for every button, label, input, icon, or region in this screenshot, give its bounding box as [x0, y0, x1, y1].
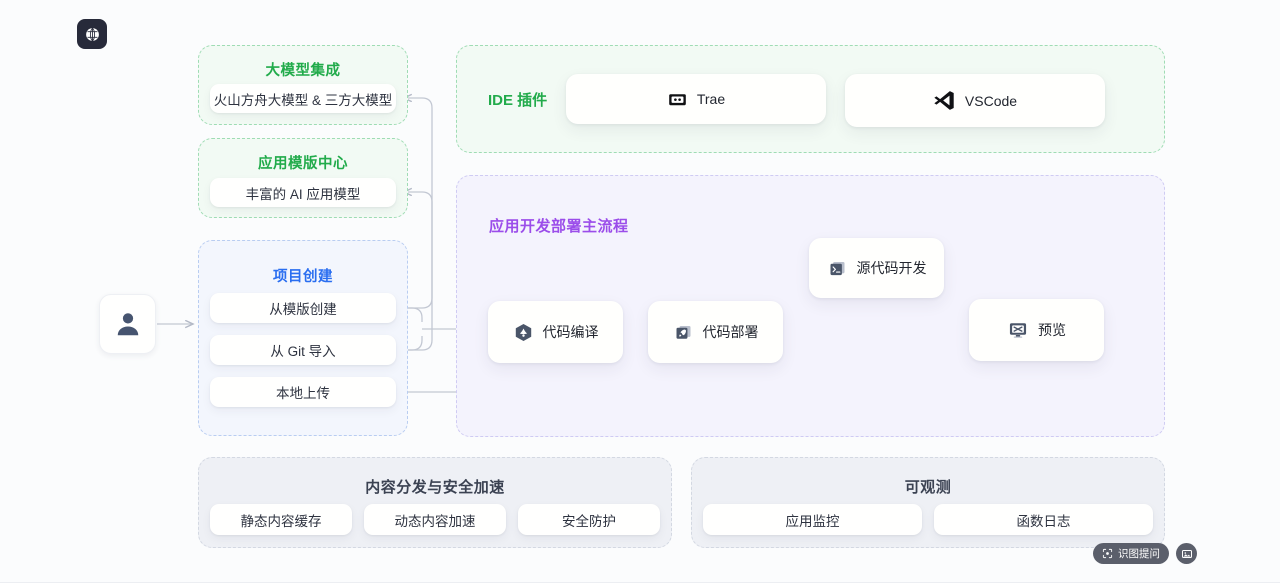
project-chip-local-upload-label: 本地上传	[276, 386, 330, 401]
app-dev-flow-title: 应用开发部署主流程	[489, 218, 629, 235]
project-chip-from-git-label: 从 Git 导入	[270, 344, 336, 359]
user-icon	[117, 313, 138, 336]
observe-chip-function-log-label: 函数日志	[1016, 513, 1071, 529]
ide-plugin-label: IDE 插件	[488, 92, 548, 109]
model-chip-volcano-label: 火山方舟大模型 & 三方大模型	[213, 92, 393, 108]
project-chip-from-template[interactable]: 从模版创建	[210, 293, 396, 323]
project-creation-title: 项目创建	[273, 269, 333, 285]
project-chip-from-git[interactable]: 从 Git 导入	[210, 335, 396, 365]
flow-node-source-development[interactable]: 源代码开发	[809, 238, 944, 298]
template-chip-ai-apps-label: 丰富的 AI 应用模型	[245, 186, 361, 202]
flow-node-preview[interactable]: 预览	[969, 299, 1104, 361]
floating-toolbar: 识图提问	[1093, 543, 1197, 564]
cdn-chip-static-cache-label: 静态内容缓存	[240, 513, 322, 529]
observability-title: 可观测	[904, 479, 952, 496]
terminal-icon	[830, 261, 844, 275]
rocket-deploy-icon	[676, 325, 690, 339]
model-integration-title: 大模型集成	[265, 63, 341, 79]
image-tool-button[interactable]	[1176, 543, 1197, 564]
monitor-preview-icon	[1009, 323, 1027, 338]
app-template-title: 应用模版中心	[258, 156, 348, 172]
vision-question-button[interactable]: 识图提问	[1093, 543, 1169, 564]
app-logo-badge[interactable]	[77, 19, 107, 49]
cdn-chip-dynamic-accel[interactable]: 动态内容加速	[364, 504, 506, 535]
flow-node-source-development-label: 源代码开发	[856, 260, 927, 276]
template-chip-ai-apps[interactable]: 丰富的 AI 应用模型	[210, 178, 396, 207]
ide-item-vscode[interactable]: VSCode	[845, 74, 1105, 127]
project-chip-local-upload[interactable]: 本地上传	[210, 377, 396, 407]
image-icon	[1181, 549, 1192, 558]
scan-frame-icon	[1102, 548, 1113, 559]
trae-icon	[669, 93, 686, 105]
project-chip-from-template-label: 从模版创建	[269, 302, 337, 317]
cdn-security-title: 内容分发与安全加速	[365, 479, 505, 496]
flow-node-code-deploy[interactable]: 代码部署	[648, 301, 783, 363]
model-chip-volcano[interactable]: 火山方舟大模型 & 三方大模型	[210, 84, 396, 113]
flow-node-code-build-label: 代码编译	[542, 324, 599, 340]
cdn-chip-security-label: 安全防护	[562, 513, 616, 529]
hexagon-build-icon	[515, 323, 531, 341]
ide-item-vscode-label: VSCode	[964, 92, 1018, 109]
vision-question-label: 识图提问	[1118, 548, 1160, 560]
user-entry-node[interactable]	[99, 294, 156, 354]
observe-chip-function-log[interactable]: 函数日志	[934, 504, 1153, 535]
cdn-chip-dynamic-accel-label: 动态内容加速	[394, 513, 476, 529]
flow-node-code-build[interactable]: 代码编译	[488, 301, 623, 363]
brain-globe-icon	[85, 27, 99, 41]
observe-chip-app-monitor[interactable]: 应用监控	[703, 504, 922, 535]
observe-chip-app-monitor-label: 应用监控	[785, 513, 840, 529]
ide-item-trae[interactable]: Trae	[566, 74, 826, 124]
cdn-chip-security[interactable]: 安全防护	[518, 504, 660, 535]
vscode-icon	[934, 91, 954, 110]
cdn-chip-static-cache[interactable]: 静态内容缓存	[210, 504, 352, 535]
flow-node-code-deploy-label: 代码部署	[702, 324, 759, 340]
flow-node-preview-label: 预览	[1038, 322, 1066, 338]
ide-item-trae-label: Trae	[696, 91, 726, 107]
